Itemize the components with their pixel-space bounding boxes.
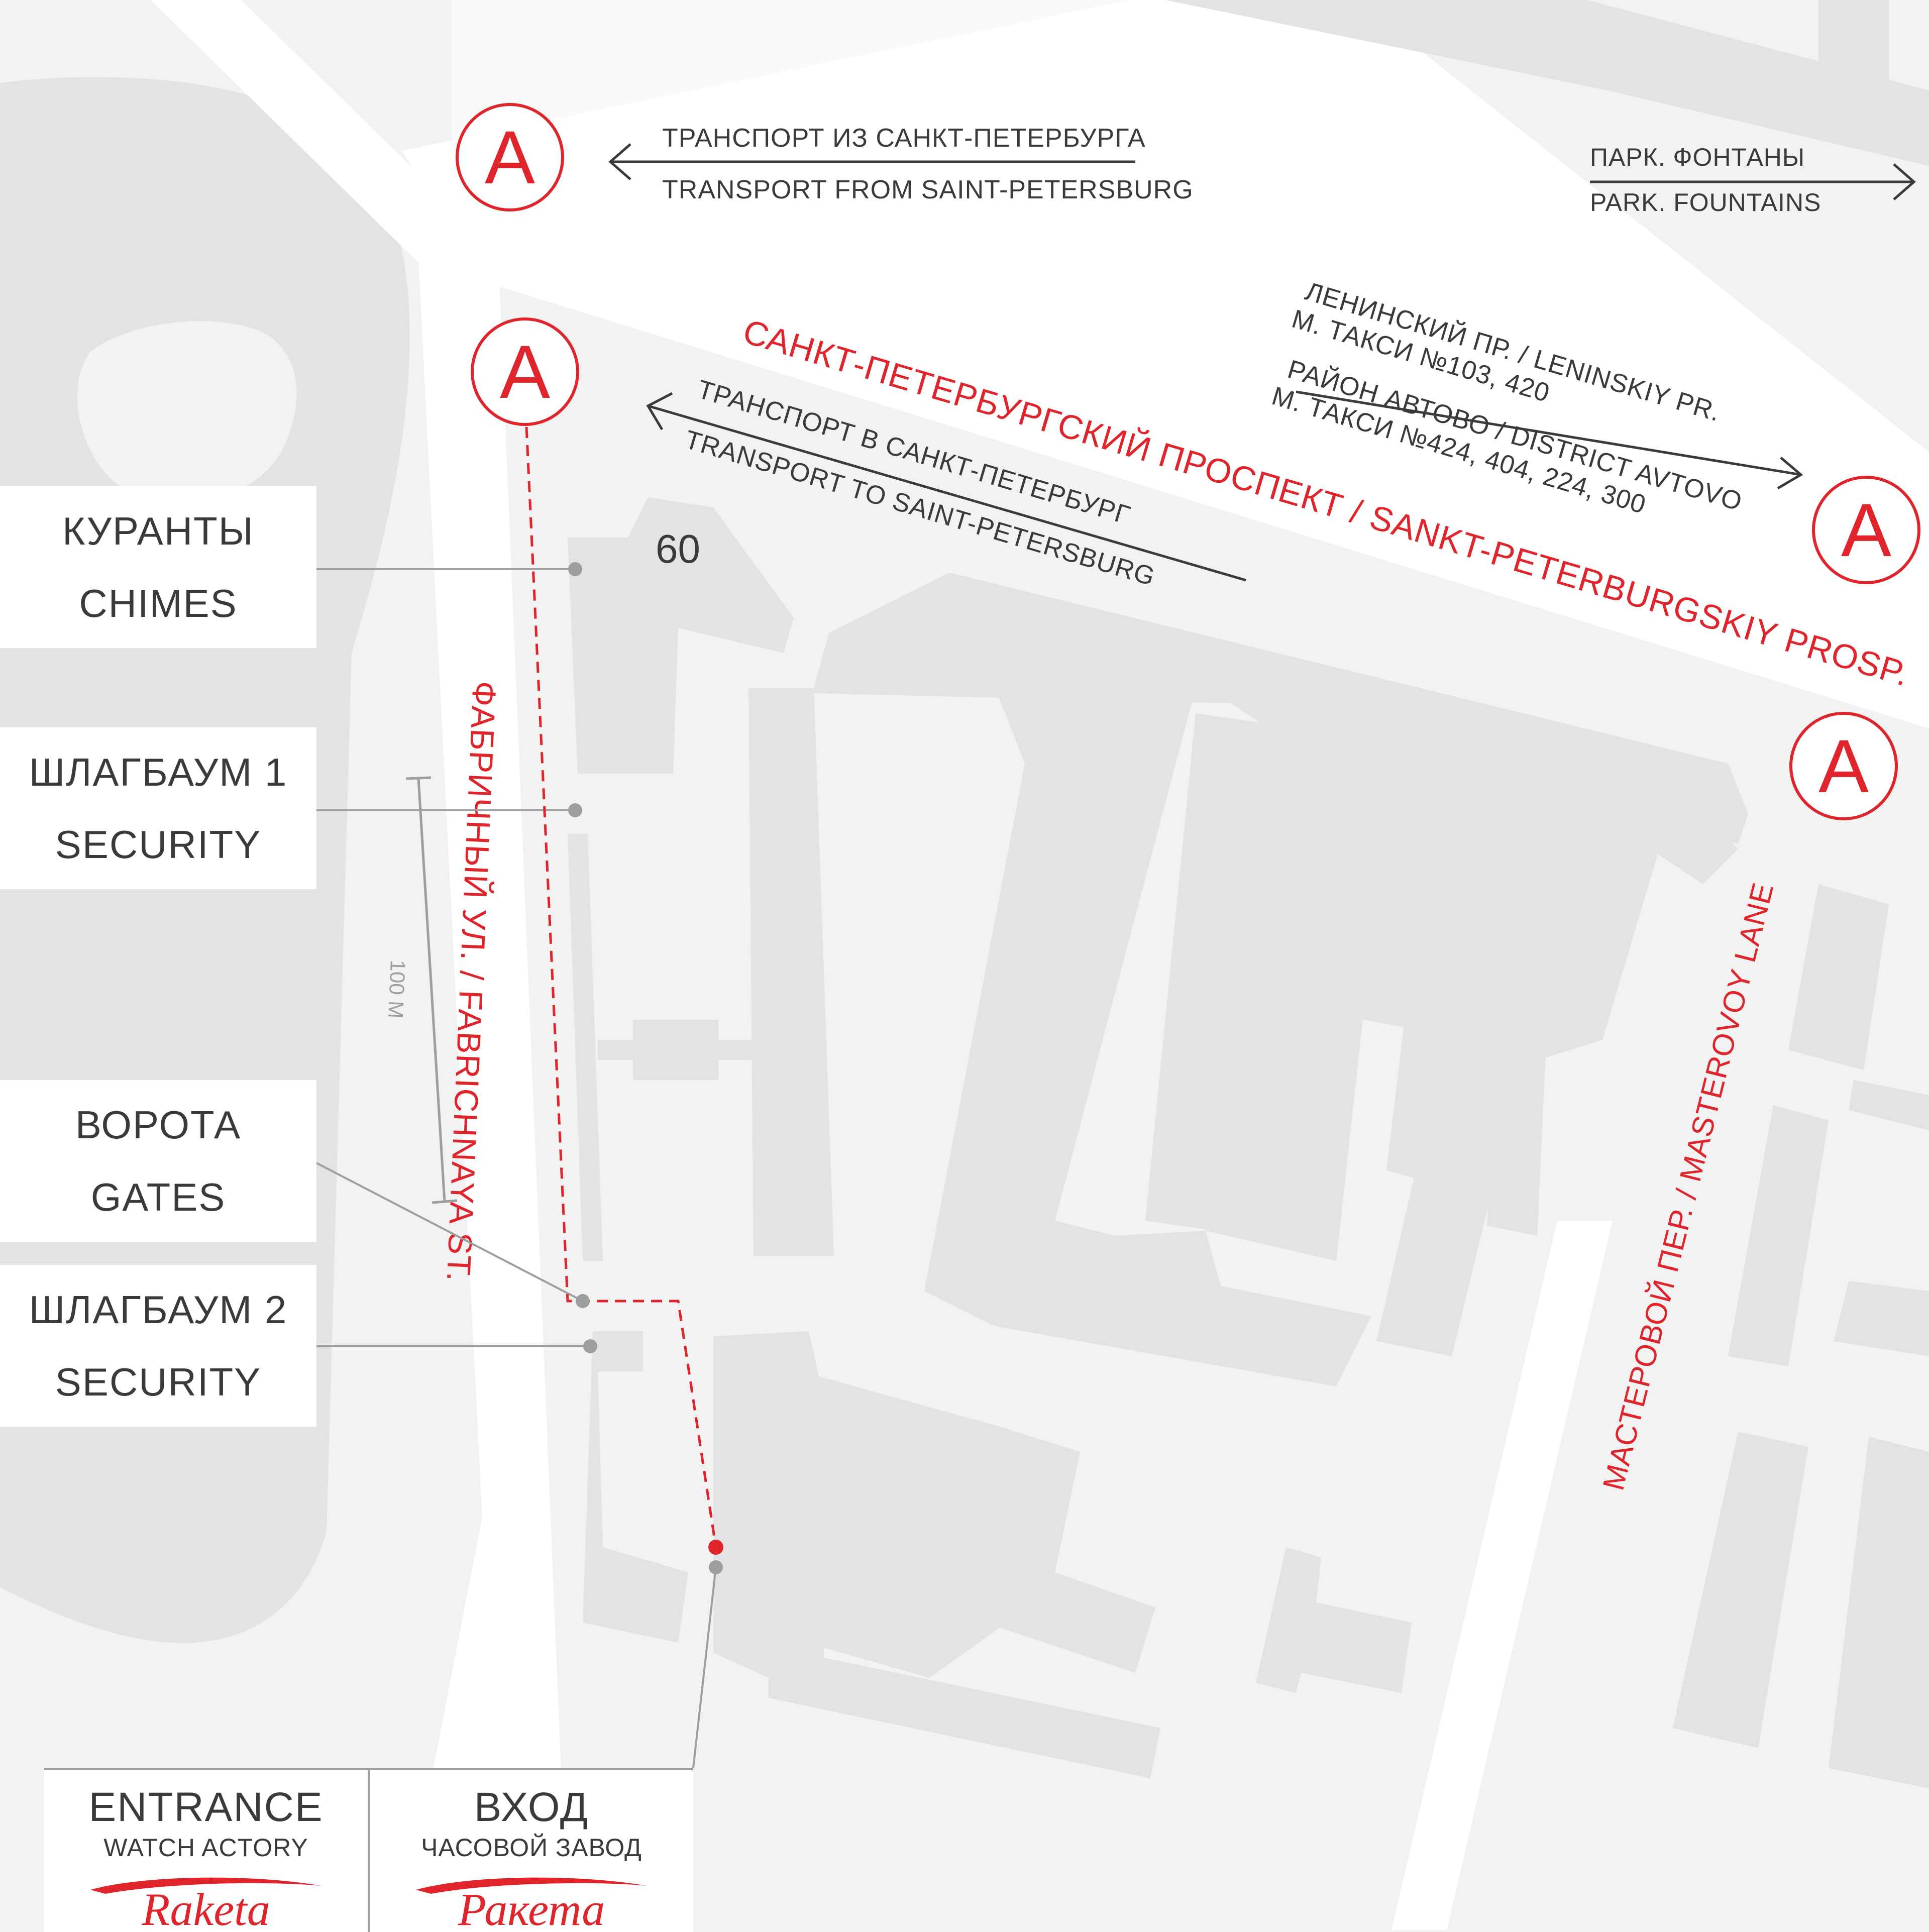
building-south-middle [1256, 1547, 1412, 1693]
building-connector [598, 1020, 754, 1080]
marker-security-1[interactable] [568, 803, 582, 817]
building-far-east-2 [1849, 1080, 1929, 1130]
entrance-legend: ENTRANCE WATCH ACTORY Raketa ВХОД ЧАСОВО… [44, 1768, 693, 1932]
bus-stop-icon[interactable]: А [456, 103, 564, 211]
raketa-logo-latin: Raketa [90, 1877, 322, 1931]
landmark-chimes-ru: КУРАНТЫ [62, 509, 254, 553]
landmark-security-2-en: SECURITY [55, 1360, 262, 1404]
svg-text:А: А [500, 330, 550, 414]
svg-text:А: А [485, 115, 535, 199]
raketa-logo-cyrillic: Ракета [416, 1877, 647, 1931]
svg-text:Raketa: Raketa [141, 1884, 270, 1931]
landmark-security-1: ШЛАГБАУМ 1 SECURITY [0, 727, 316, 889]
road-diagonal-top [151, 0, 482, 261]
marker-entrance[interactable] [709, 1560, 723, 1574]
building-east-2 [1386, 834, 1482, 1186]
landmark-security-1-ru: ШЛАГБАУМ 1 [29, 750, 288, 794]
building-south-east-2 [1829, 1437, 1929, 1788]
landmark-gates-ru: ВОРОТА [75, 1103, 242, 1147]
svg-text:Ракета: Ракета [458, 1884, 605, 1931]
landmark-gates: ВОРОТА GATES [0, 1080, 316, 1242]
landmark-chimes: КУРАНТЫ CHIMES [0, 486, 316, 648]
text-from-spb-en: TRANSPORT FROM SAINT-PETERSBURG [662, 175, 1194, 204]
marker-security-2[interactable] [583, 1339, 597, 1353]
bus-stop-icon[interactable]: А [1789, 712, 1898, 820]
bus-stop-icon[interactable]: А [471, 317, 579, 426]
marker-chimes[interactable] [568, 562, 582, 576]
text-park-en: PARK. FOUNTAINS [1590, 188, 1821, 217]
marker-entrance-red[interactable] [708, 1540, 723, 1555]
road-fabrichnaya [402, 231, 568, 1930]
landmark-security-2-ru: ШЛАГБАУМ 2 [29, 1287, 288, 1332]
bus-stop-icon[interactable]: А [1812, 476, 1920, 584]
building-south-west [583, 1331, 688, 1643]
arrow-to-spb [646, 392, 1246, 582]
building-south-east-1 [1673, 1432, 1808, 1748]
building-far-east-1 [1788, 884, 1889, 1070]
building-far-east-4 [1834, 1281, 1929, 1356]
building-south-2 [769, 1547, 1160, 1778]
building-far-east-3 [1728, 1105, 1829, 1366]
legend-russian: ВХОД ЧАСОВОЙ ЗАВОД Ракета [368, 1770, 693, 1932]
legend-vhod-sub: ЧАСОВОЙ ЗАВОД [421, 1834, 642, 1862]
route-path [525, 426, 717, 1548]
svg-text:А: А [1841, 488, 1891, 572]
landmark-security-1-en: SECURITY [55, 822, 262, 867]
landmark-security-2: ШЛАГБАУМ 2 SECURITY [0, 1265, 316, 1427]
building-middle [748, 688, 834, 1256]
marker-gates[interactable] [576, 1294, 590, 1308]
building-comb [924, 573, 1397, 1386]
legend-vhod-title: ВХОД [474, 1784, 589, 1830]
text-from-spb-ru: ТРАНСПОРТ ИЗ САНКТ-ПЕТЕРБУРГА [662, 124, 1146, 153]
building-comb-leg [1145, 713, 1266, 1231]
building-60 [568, 497, 794, 774]
building-number: 60 [656, 526, 700, 571]
pond-inner [77, 321, 297, 502]
landmark-gates-en: GATES [90, 1175, 226, 1219]
legend-entrance-title: ENTRANCE [88, 1784, 324, 1830]
scale-bar [405, 776, 458, 1204]
building-east-3 [1487, 909, 1552, 1236]
text-park-ru: ПАРК. ФОНТАНЫ [1590, 143, 1805, 171]
scale-label: 100 М [384, 959, 410, 1019]
block-top-right [1165, 0, 1929, 166]
block-top-right-2 [1818, 0, 1889, 90]
arrow-leninsky [1296, 390, 1803, 490]
landmark-chimes-en: CHIMES [79, 581, 238, 625]
road-top-curve [452, 0, 1130, 151]
arrow-park [1590, 163, 1916, 200]
legend-english: ENTRANCE WATCH ACTORY Raketa [44, 1770, 368, 1932]
road-masterovoy [1391, 1221, 1613, 1930]
svg-text:А: А [1818, 724, 1869, 808]
arrow-from-spb [608, 143, 1135, 180]
road-main-avenue [402, 0, 1929, 728]
legend-entrance-sub: WATCH ACTORY [103, 1834, 308, 1862]
building-west-strip [568, 834, 603, 1261]
